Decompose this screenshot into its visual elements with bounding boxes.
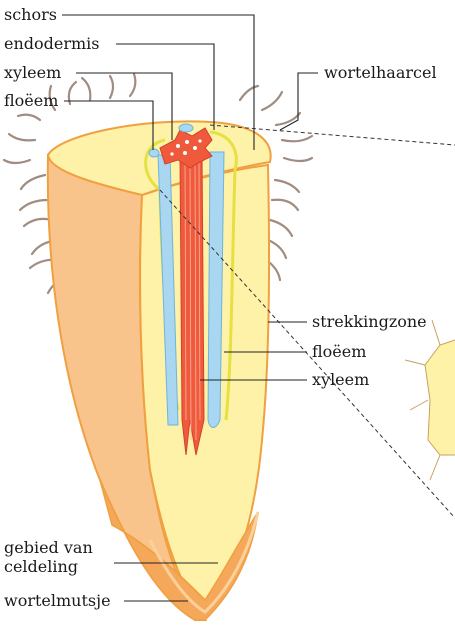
root-hair (284, 158, 312, 161)
label-wortelmutsje: wortelmutsje (4, 591, 111, 610)
label-celdeling: celdeling (4, 557, 78, 576)
root-hair (276, 113, 300, 125)
root-hair (18, 115, 40, 120)
root-hair (9, 134, 35, 140)
phloem-patch-left (149, 149, 159, 157)
root-hair (82, 78, 90, 100)
label-xyleem-top: xyleem (4, 63, 61, 82)
root-hair (268, 240, 286, 258)
root-hair (270, 220, 292, 236)
label-xyleem-mid: xyleem (312, 370, 369, 389)
label-endodermis: endodermis (4, 34, 100, 53)
root-hair (272, 200, 298, 210)
root-hair (262, 92, 282, 110)
xylem-core (180, 155, 204, 455)
label-floeem-top: floëem (4, 91, 58, 110)
phloem-patch-top (179, 124, 193, 132)
zoom-cell-outline (425, 340, 455, 455)
label-schors: schors (4, 5, 57, 24)
label-strekkingzone: strekkingzone (312, 312, 427, 331)
label-gebied-van: gebied van (4, 538, 93, 557)
label-wortelhaarcel: wortelhaarcel (324, 63, 437, 82)
root-hair (240, 86, 258, 100)
root-hair (20, 200, 48, 210)
root-hair (110, 76, 113, 98)
root-hair (282, 136, 312, 141)
root-hair (130, 74, 135, 96)
root-hair (21, 175, 45, 189)
root-hair (4, 160, 30, 163)
label-floeem-mid: floëem (312, 342, 366, 361)
root-hair (275, 180, 299, 192)
